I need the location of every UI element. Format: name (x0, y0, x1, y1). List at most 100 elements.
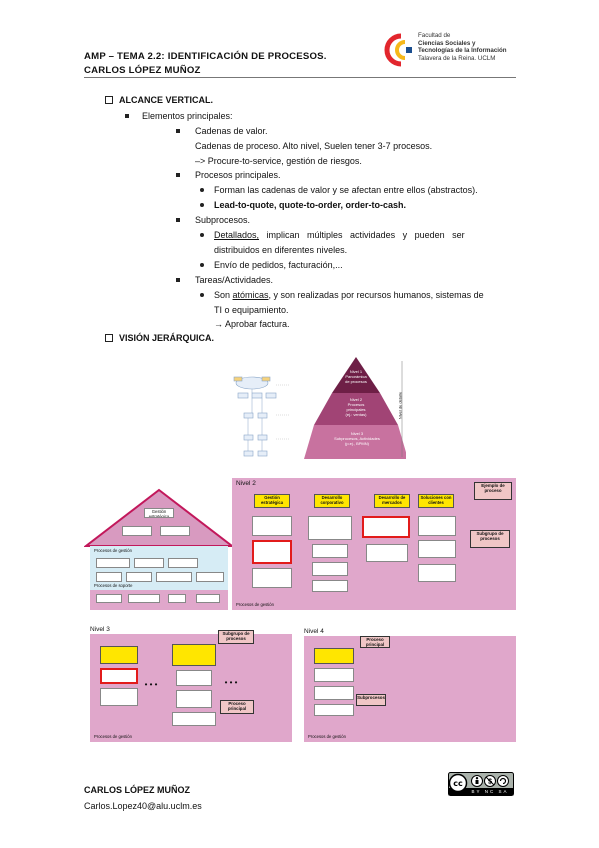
cc-license-icon: cc $ (448, 772, 514, 796)
nivel3-callout: Subgrupo de procesos (218, 630, 254, 644)
ellipsis-icon: • • • (144, 682, 158, 687)
detallados-underlined: Detallados, (214, 230, 260, 240)
son-text: Son (214, 290, 233, 300)
nivel2-box (366, 544, 408, 562)
nivel2-box (312, 544, 348, 558)
nivel2-callout-sub: Subgrupo de procesos (470, 530, 510, 548)
atomicas-underlined: atómicas (232, 290, 269, 300)
cc-license-text: BY NC SA (471, 789, 509, 794)
nivel4-box (314, 704, 354, 716)
nivel3-diagram: Nivel 3 • • • • • • Subgrupo de procesos… (90, 626, 292, 742)
nivel3-label: Nivel 3 (90, 626, 130, 634)
nivel2-callout-proceso: Ejemplo de proceso (474, 482, 512, 500)
bullet-square-icon (125, 114, 129, 118)
logo-line-3: Tecnologías de la Información (418, 47, 507, 55)
nivel4-box (314, 648, 354, 664)
nivel2-col-2: Desarrollo corporativo (314, 494, 350, 508)
nivel2-col-3: Desarrollo de mercados (374, 494, 410, 508)
nivel3-box (172, 644, 216, 666)
house-box (96, 558, 130, 568)
nivel2-box (418, 540, 456, 558)
house-box (196, 572, 224, 582)
footer-email[interactable]: Carlos.Lopez40@alu.uclm.es (84, 801, 202, 811)
house-box (96, 572, 122, 582)
nivel2-box (312, 562, 348, 576)
procesos-principales-text: Procesos principales. (195, 170, 281, 180)
nivel2-box (252, 516, 292, 536)
logo-line-2: Ciencias Sociales y (418, 39, 476, 47)
tareas-text: Tareas/Actividades. (195, 275, 274, 285)
logo-line-1: Facultad de (418, 32, 451, 39)
title-line-2: CARLOS LÓPEZ MUÑOZ (84, 65, 201, 76)
house-box (122, 526, 152, 536)
nivel2-highlight-box (362, 516, 410, 538)
alcance-heading-text: ALCANCE VERTICAL. (119, 95, 213, 105)
house-diagram: Gestión estratégica Procesos de gestión … (83, 486, 235, 612)
bullet-square-icon (176, 173, 180, 177)
bullet-dot-icon (200, 188, 204, 192)
nivel2-box (418, 516, 456, 536)
cadenas-proceso-text: Cadenas de proceso. Alto nivel, Suelen t… (195, 141, 433, 151)
house-box (128, 594, 160, 603)
nivel3-box (100, 688, 138, 706)
house-label-mgmt: Procesos de gestión (94, 548, 132, 553)
house-box (134, 558, 164, 568)
pyramid-figure: Nivel 1 Panorámica de procesos Nivel 2 P… (230, 355, 408, 467)
nivel2-box (418, 564, 456, 582)
vision-heading-text: VISIÓN JERÁRQUICA. (119, 333, 215, 343)
process-map-thumbnail (233, 357, 408, 459)
house-box (168, 558, 198, 568)
nivel2-diagram: Nivel 2 Gestión estratégica Desarrollo c… (232, 478, 516, 610)
subprocesos-text: Subprocesos. (195, 215, 251, 225)
son-rest-text: , y son realizadas por recursos humanos,… (268, 290, 484, 300)
checkbox-square-icon (105, 96, 113, 104)
faculty-logo-mark-icon (384, 33, 412, 67)
creative-commons-license-badge[interactable]: cc $ BY NC SA (448, 772, 514, 796)
university-logo: Facultad de Ciencias Sociales y Tecnolog… (384, 30, 524, 70)
cadenas-valor-text: Cadenas de valor. (195, 126, 268, 136)
svg-text:cc: cc (453, 779, 463, 788)
house-box (160, 526, 190, 536)
header-divider (84, 77, 516, 78)
nivel3-box (172, 712, 216, 726)
nivel3-highlight-box (100, 668, 138, 684)
pyramid-level-1: Nivel 1 Panorámica de procesos (345, 369, 367, 384)
pyramid-level-2: Nivel 2 Procesos principales (ej.: venta… (345, 397, 367, 417)
nivel2-col-4: Soluciones con clientes (418, 494, 454, 508)
house-label-support: Procesos de soporte (94, 583, 133, 588)
nivel2-box (308, 516, 352, 540)
checkbox-square-icon (105, 334, 113, 342)
nivel4-diagram: Nivel 4 Proceso principal Subprocesos Pr… (304, 628, 516, 742)
bullet-square-icon (176, 218, 180, 222)
nivel2-label: Nivel 2 (236, 480, 256, 487)
house-box (96, 594, 122, 603)
house-box (126, 572, 152, 582)
vision-heading: VISIÓN JERÁRQUICA. (105, 332, 214, 344)
elementos-text: Elementos principales: (142, 111, 233, 121)
logo-line-4: Talavera de la Reina. UCLM (418, 54, 496, 62)
alcance-heading: ALCANCE VERTICAL. (105, 94, 213, 106)
ti-text: TI o equipamiento. (214, 305, 289, 315)
nivel2-box (252, 568, 292, 588)
nivel2-col-1: Gestión estratégica (254, 494, 290, 508)
aprobar-text: → Aprobar factura. (214, 319, 290, 329)
house-box (168, 594, 186, 603)
nivel4-footer: Procesos de gestión (308, 734, 346, 739)
pyramid-level-3: Nivel 3 Subprocesos, Actividades (p.ej.,… (334, 431, 380, 446)
bullet-dot-icon (200, 263, 204, 267)
detallados-rest: implican múltiples actividades y pueden … (259, 230, 465, 240)
nivel4-box (314, 668, 354, 682)
bullet-square-icon (176, 278, 180, 282)
nivel2-footer: Procesos de gestión (236, 602, 274, 607)
bullet-dot-icon (200, 233, 204, 237)
house-box (156, 572, 192, 582)
nivel4-callout: Proceso principal (360, 636, 390, 648)
nivel4-box (314, 686, 354, 700)
detallados-text: Detallados, implican múltiples actividad… (214, 229, 516, 241)
nivel3-box (176, 690, 212, 708)
distribuidos-text: distribuidos en diferentes niveles. (214, 245, 348, 255)
son-atomicas-text: Son atómicas, y son realizadas por recur… (214, 289, 484, 301)
nivel4-callout-2: Subprocesos (356, 694, 386, 706)
bullet-dot-icon (200, 203, 204, 207)
house-box (196, 594, 220, 603)
